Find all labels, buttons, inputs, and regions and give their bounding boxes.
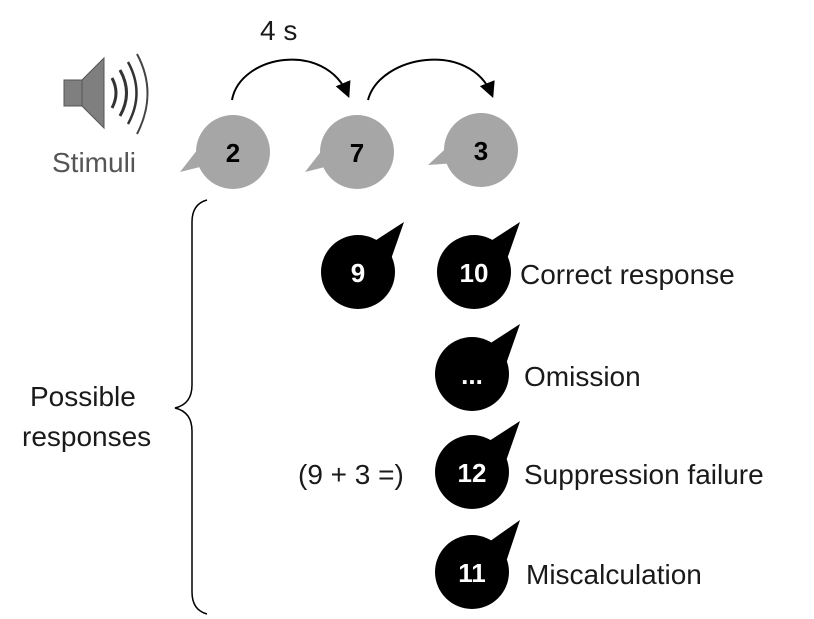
response-bubble-10: 10 [437, 222, 520, 309]
response-value-10: 10 [460, 258, 489, 288]
stimulus-bubble-1: 2 [180, 115, 270, 189]
timing-arrow-1 [231, 58, 351, 101]
label-miscalculation: Miscalculation [526, 559, 702, 590]
timing-label: 4 s [260, 15, 297, 46]
response-value-9: 9 [351, 258, 365, 288]
label-suppression-prefix: (9 + 3 =) [298, 459, 404, 490]
response-bubble-omission: ... [435, 324, 520, 411]
stimulus-value-1: 2 [226, 138, 240, 168]
response-bubble-11: 11 [435, 520, 520, 609]
response-value-12: 12 [458, 458, 487, 488]
stimuli-label: Stimuli [52, 147, 136, 178]
stimulus-value-2: 7 [350, 138, 364, 168]
label-omission: Omission [524, 361, 641, 392]
stimulus-bubble-3: 3 [428, 113, 518, 187]
label-suppression-failure: Suppression failure [524, 459, 764, 490]
possible-responses-line-2: responses [22, 421, 151, 452]
possible-responses-line-1: Possible [30, 381, 136, 412]
label-correct-response: Correct response [520, 259, 735, 290]
response-value-omission: ... [461, 360, 483, 390]
timing-arrow-2 [367, 58, 495, 101]
response-bubble-12: 12 [435, 421, 520, 509]
response-bubble-9: 9 [321, 222, 404, 309]
stimulus-bubble-2: 7 [305, 115, 394, 189]
curly-brace [174, 199, 208, 615]
speaker-icon [63, 53, 149, 135]
stimulus-value-3: 3 [474, 136, 488, 166]
response-value-11: 11 [458, 558, 486, 588]
